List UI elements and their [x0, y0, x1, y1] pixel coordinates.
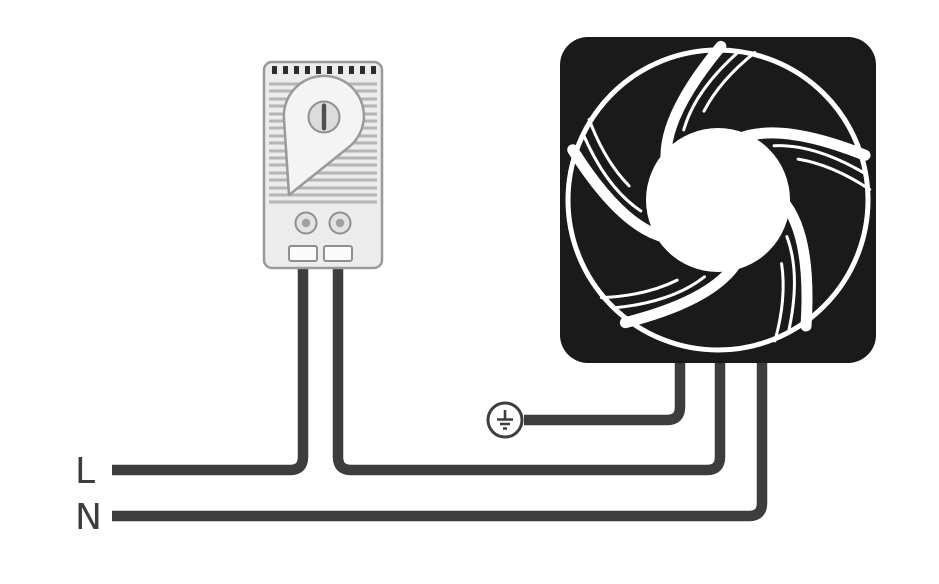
fan-blade-detail-line — [796, 157, 872, 191]
wire-group — [112, 250, 768, 522]
switched-live-wire — [332, 250, 726, 476]
fan — [560, 37, 876, 363]
earth-wire — [524, 358, 686, 426]
fan-blade-detail-line — [682, 50, 741, 132]
live-wire — [112, 250, 309, 476]
terminal-screw-center — [301, 218, 311, 228]
fan-blade-detail-line — [785, 235, 796, 334]
fan-blade-detail-line — [702, 51, 757, 113]
fan-blade-detail-line — [773, 262, 785, 343]
fan-blade-detail-line — [600, 278, 679, 300]
thermostat-dial-slot — [321, 103, 327, 131]
fan-blade-detail-line — [587, 117, 631, 188]
earth-ground-symbol — [486, 401, 524, 439]
label-live: L — [75, 451, 95, 492]
thermostat-terminal-left — [288, 245, 318, 262]
fan-hub — [646, 128, 790, 272]
fan-blade-detail-line — [772, 144, 868, 176]
earth-symbol-glyph — [497, 410, 513, 430]
thermostat-terminal-screws — [294, 211, 352, 235]
thermostat-terminal-right — [323, 245, 353, 262]
neutral-wire — [112, 358, 768, 522]
thermostat — [262, 60, 384, 270]
fan-blade-detail-line — [612, 275, 706, 310]
thermostat-vent-ticks — [272, 66, 376, 74]
label-neutral: N — [75, 497, 102, 538]
terminal-screw-center — [335, 218, 345, 228]
fan-blade-detail-line — [581, 132, 643, 213]
thermostat-dial-housing — [282, 74, 366, 197]
